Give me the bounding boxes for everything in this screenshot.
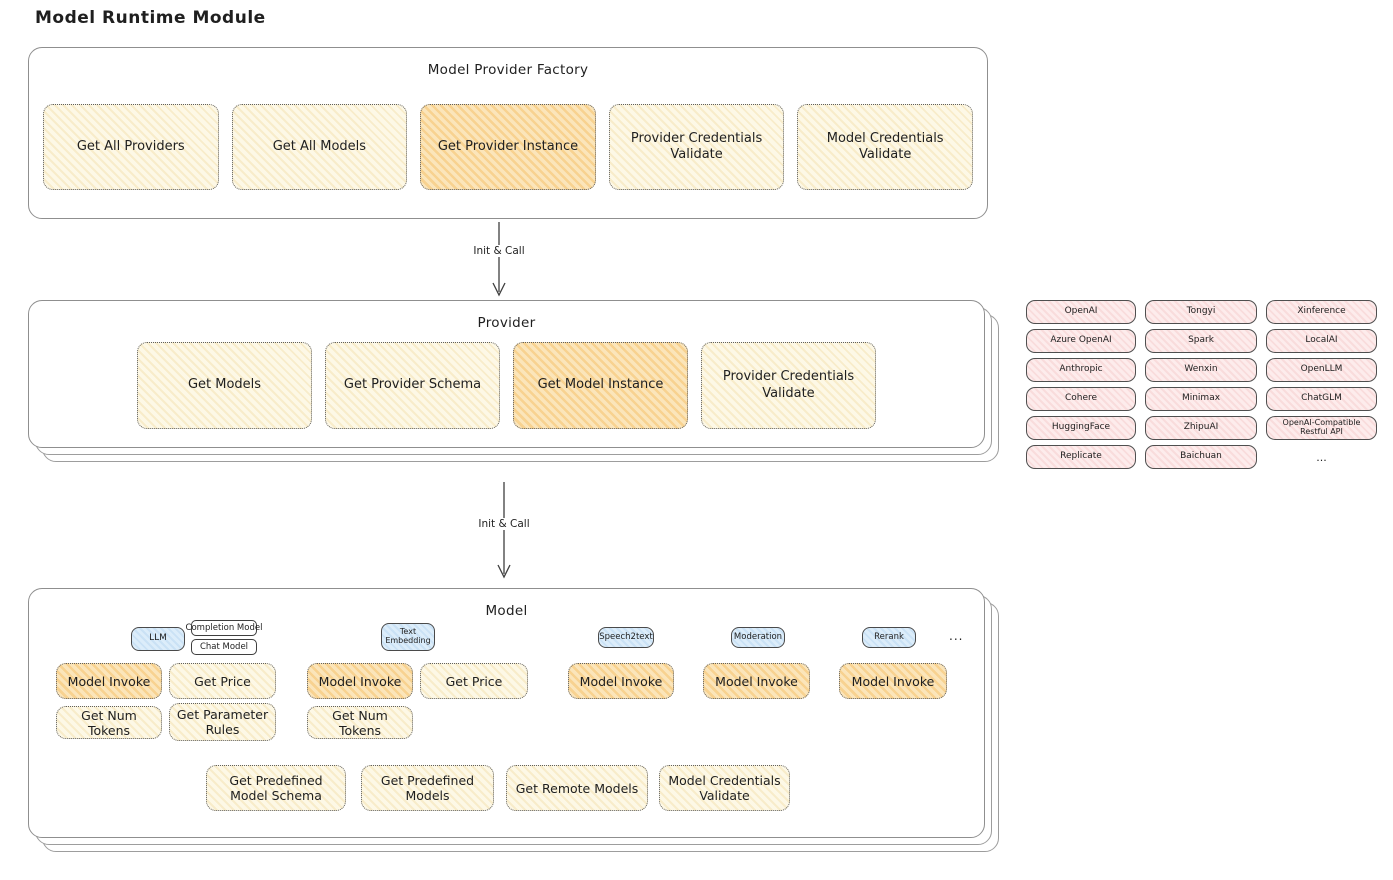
model-tags-more: ... bbox=[949, 629, 964, 643]
provider-item-minimax: Minimax bbox=[1145, 387, 1257, 411]
provider-list: OpenAI Tongyi Xinference Azure OpenAI Sp… bbox=[1026, 300, 1378, 469]
node-get-parameter-rules: Get Parameter Rules bbox=[169, 703, 276, 741]
node-get-all-models: Get All Models bbox=[231, 104, 408, 190]
tag-speech2text: Speech2text bbox=[598, 627, 654, 648]
node-get-all-providers: Get All Providers bbox=[43, 104, 219, 190]
provider-item-spark: Spark bbox=[1145, 329, 1257, 353]
node-get-remote-models: Get Remote Models bbox=[506, 765, 648, 811]
provider-item-replicate: Replicate bbox=[1026, 445, 1136, 469]
node-model-credentials-validate-2: Model Credentials Validate bbox=[659, 765, 790, 811]
node-get-models: Get Models bbox=[137, 342, 312, 429]
node-model-invoke-moderation: Model Invoke bbox=[703, 663, 810, 699]
factory-button-row: Get All Providers Get All Models Get Pro… bbox=[43, 104, 973, 190]
provider-list-more: ... bbox=[1316, 450, 1327, 464]
tag-rerank: Rerank bbox=[862, 627, 916, 648]
tag-completion-model: Completion Model bbox=[186, 620, 262, 636]
provider-item-anthropic: Anthropic bbox=[1026, 358, 1136, 382]
tag-chat-model: Chat Model bbox=[191, 639, 257, 655]
provider-item-xinference: Xinference bbox=[1266, 300, 1377, 324]
node-model-credentials-validate: Model Credentials Validate bbox=[797, 104, 973, 190]
node-get-num-tokens-llm: Get Num Tokens bbox=[56, 706, 162, 739]
provider-item-cohere: Cohere bbox=[1026, 387, 1136, 411]
provider-item-baichuan: Baichuan bbox=[1145, 445, 1257, 469]
tag-moderation: Moderation bbox=[731, 627, 785, 648]
provider-item-azure-openai: Azure OpenAI bbox=[1026, 329, 1136, 353]
node-get-provider-schema: Get Provider Schema bbox=[325, 342, 500, 429]
node-provider-credentials-validate-2: Provider Credentials Validate bbox=[701, 342, 876, 429]
provider-item-tongyi: Tongyi bbox=[1145, 300, 1257, 324]
provider-box: Provider Get Models Get Provider Schema … bbox=[28, 300, 985, 448]
node-model-invoke-text-embedding: Model Invoke bbox=[307, 663, 413, 699]
node-provider-credentials-validate: Provider Credentials Validate bbox=[608, 104, 785, 190]
factory-box-title: Model Provider Factory bbox=[427, 62, 589, 78]
node-model-invoke-speech2text: Model Invoke bbox=[568, 663, 674, 699]
page-title: Model Runtime Module bbox=[35, 8, 266, 28]
provider-item-huggingface: HuggingFace bbox=[1026, 416, 1136, 440]
init-call-label-1: Init & Call bbox=[469, 245, 529, 257]
init-call-label-2: Init & Call bbox=[474, 518, 534, 530]
node-get-model-instance: Get Model Instance bbox=[513, 342, 688, 429]
node-model-invoke-rerank: Model Invoke bbox=[839, 663, 947, 699]
node-get-provider-instance: Get Provider Instance bbox=[420, 104, 596, 190]
provider-item-openai: OpenAI bbox=[1026, 300, 1136, 324]
tag-llm: LLM bbox=[131, 627, 185, 651]
model-box: Model LLM Completion Model Chat Model Te… bbox=[28, 588, 985, 838]
init-call-arrow-1 bbox=[492, 222, 506, 297]
model-box-title: Model bbox=[485, 603, 528, 619]
provider-item-chatglm: ChatGLM bbox=[1266, 387, 1377, 411]
node-get-predefined-models: Get Predefined Models bbox=[361, 765, 494, 811]
tag-text-embedding: Text Embedding bbox=[381, 623, 435, 651]
node-get-price-text-embedding: Get Price bbox=[420, 663, 528, 699]
node-get-predefined-model-schema: Get Predefined Model Schema bbox=[206, 765, 346, 811]
node-get-price-llm: Get Price bbox=[169, 663, 276, 699]
provider-item-localai: LocalAI bbox=[1266, 329, 1377, 353]
provider-item-zhipuai: ZhipuAI bbox=[1145, 416, 1257, 440]
provider-item-wenxin: Wenxin bbox=[1145, 358, 1257, 382]
factory-box: Model Provider Factory Get All Providers… bbox=[28, 47, 988, 219]
provider-button-row: Get Models Get Provider Schema Get Model… bbox=[137, 342, 876, 429]
provider-item-openai-compatible: OpenAI-Compatible Restful API bbox=[1266, 416, 1377, 440]
node-model-invoke-llm: Model Invoke bbox=[56, 663, 162, 699]
init-call-arrow-2 bbox=[497, 482, 511, 579]
node-get-num-tokens-text-embedding: Get Num Tokens bbox=[307, 706, 413, 739]
provider-item-openllm: OpenLLM bbox=[1266, 358, 1377, 382]
provider-box-title: Provider bbox=[477, 315, 536, 331]
